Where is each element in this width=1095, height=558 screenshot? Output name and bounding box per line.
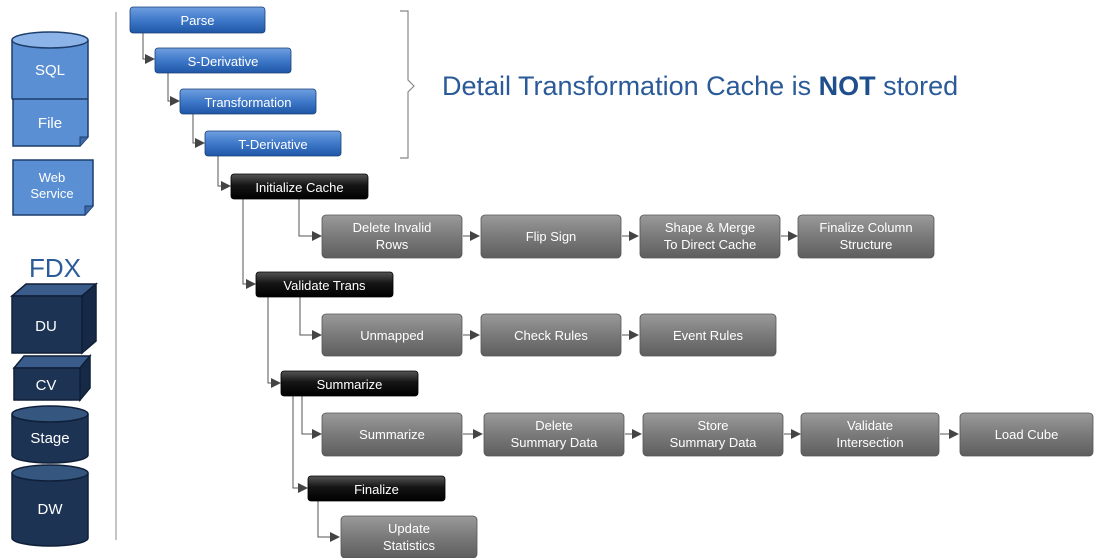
svg-text:Summarize: Summarize xyxy=(359,427,425,442)
fdx-title: FDX xyxy=(29,253,81,283)
svg-text:To Direct Cache: To Direct Cache xyxy=(664,237,756,252)
svg-text:T-Derivative: T-Derivative xyxy=(238,137,307,152)
dw-label: DW xyxy=(38,501,64,518)
svg-text:Delete Invalid: Delete Invalid xyxy=(353,220,432,235)
svg-text:Summary Data: Summary Data xyxy=(511,435,598,450)
svg-text:Shape & Merge: Shape & Merge xyxy=(665,220,755,235)
cache-note: Detail Transformation Cache is NOT store… xyxy=(442,71,958,101)
step-parse: Parse xyxy=(129,6,266,34)
svg-text:Parse: Parse xyxy=(181,13,215,28)
svg-text:S-Derivative: S-Derivative xyxy=(188,54,259,69)
substep-summarize: Summarize xyxy=(321,412,463,457)
substep-shape-merge: Shape & Merge To Direct Cache xyxy=(639,214,781,259)
svg-text:Flip Sign: Flip Sign xyxy=(526,229,577,244)
file-label: File xyxy=(38,115,62,132)
cv-cube: CV xyxy=(12,353,92,403)
dw-cylinder: DW xyxy=(11,464,89,547)
web-service-label-1: Web xyxy=(39,170,66,185)
svg-text:Check Rules: Check Rules xyxy=(514,328,588,343)
svg-text:Event Rules: Event Rules xyxy=(673,328,744,343)
substep-unmapped: Unmapped xyxy=(321,313,463,357)
connectors xyxy=(142,33,959,542)
substep-delete-summary-data: Delete Summary Data xyxy=(483,412,625,457)
step-initialize-cache: Initialize Cache xyxy=(230,173,369,200)
web-service-source: Web Service xyxy=(12,159,94,216)
bracket xyxy=(400,10,415,159)
svg-text:Validate: Validate xyxy=(847,418,893,433)
svg-text:Transformation: Transformation xyxy=(205,95,292,110)
substep-finalize-column-structure: Finalize Column Structure xyxy=(797,214,935,259)
du-label: DU xyxy=(35,318,57,335)
substep-event-rules: Event Rules xyxy=(639,313,777,357)
svg-text:Store: Store xyxy=(697,418,728,433)
svg-text:Unmapped: Unmapped xyxy=(360,328,424,343)
web-service-label-2: Service xyxy=(30,186,73,201)
svg-text:Initialize Cache: Initialize Cache xyxy=(255,180,343,195)
step-transformation: Transformation xyxy=(179,88,317,115)
svg-text:Statistics: Statistics xyxy=(383,538,436,553)
svg-text:Intersection: Intersection xyxy=(836,435,903,450)
du-cube: DU xyxy=(9,282,99,355)
svg-text:Finalize Column: Finalize Column xyxy=(819,220,912,235)
substep-update-statistics: Update Statistics xyxy=(340,515,478,558)
stage-label: Stage xyxy=(30,430,69,447)
step-t-derivative: T-Derivative xyxy=(204,130,342,157)
substep-flip-sign: Flip Sign xyxy=(480,214,622,259)
cv-label: CV xyxy=(36,377,57,394)
file-source: File xyxy=(12,98,89,147)
step-finalize: Finalize xyxy=(307,475,446,502)
substep-validate-intersection: Validate Intersection xyxy=(800,412,940,457)
sql-label: SQL xyxy=(35,62,65,79)
stage-cylinder: Stage xyxy=(11,405,89,464)
substep-check-rules: Check Rules xyxy=(480,313,622,357)
svg-text:Validate Trans: Validate Trans xyxy=(283,278,366,293)
svg-text:Load Cube: Load Cube xyxy=(995,427,1059,442)
svg-text:Summarize: Summarize xyxy=(317,377,383,392)
svg-text:Structure: Structure xyxy=(840,237,893,252)
svg-text:Update: Update xyxy=(388,521,430,536)
step-summarize: Summarize xyxy=(280,370,419,397)
step-s-derivative: S-Derivative xyxy=(154,47,292,74)
substep-store-summary-data: Store Summary Data xyxy=(642,412,784,457)
step-validate-trans: Validate Trans xyxy=(255,271,394,298)
svg-text:Delete: Delete xyxy=(535,418,573,433)
sql-source: SQL xyxy=(11,31,89,107)
svg-text:Finalize: Finalize xyxy=(354,482,399,497)
substep-load-cube: Load Cube xyxy=(959,412,1094,457)
substep-delete-invalid-rows: Delete Invalid Rows xyxy=(321,214,463,259)
svg-text:Summary Data: Summary Data xyxy=(670,435,757,450)
svg-text:Rows: Rows xyxy=(376,237,409,252)
